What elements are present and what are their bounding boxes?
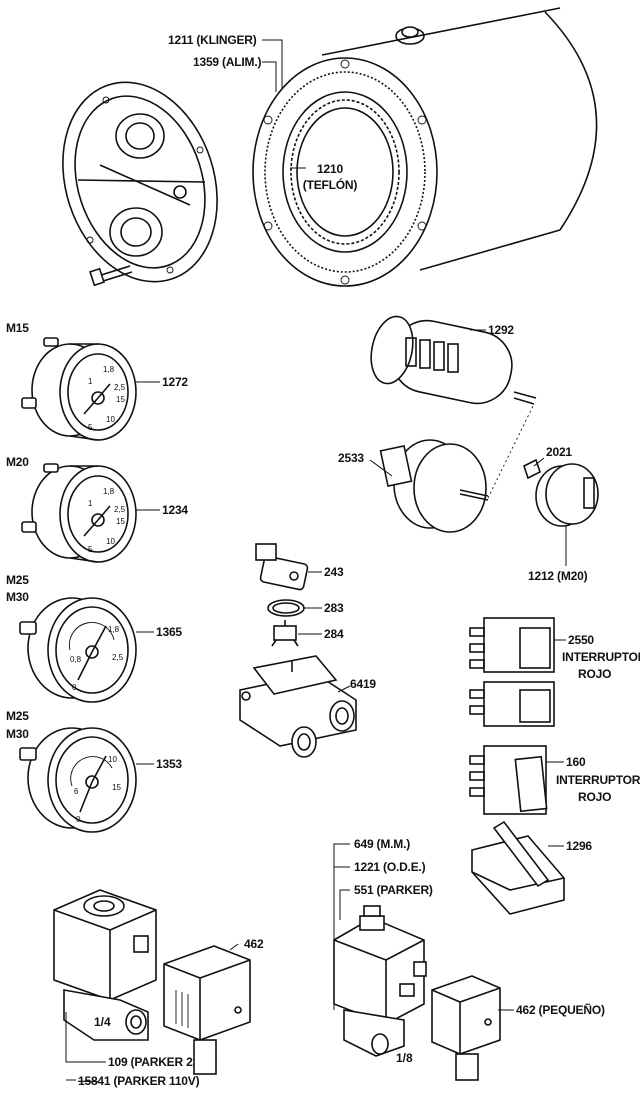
thermostat-2533-drawing	[379, 403, 535, 533]
label-1211: 1211 (KLINGER)	[168, 33, 257, 47]
g1234-tick-2: 1,8	[103, 487, 115, 496]
label-283: 283	[324, 601, 344, 615]
gauge-1365-drawing	[19, 597, 137, 703]
g1272-tick-6: 10	[106, 415, 115, 424]
label-1210-number: 1210	[317, 162, 343, 176]
label-1234: 1234	[162, 503, 188, 517]
label-1211-text: 1211 (KLINGER)	[168, 33, 257, 47]
label-1296: 1296	[566, 839, 592, 853]
g1365-tick-2: 0,8	[70, 655, 82, 664]
label-1353: 1353	[156, 757, 182, 771]
label-462: 462	[244, 937, 264, 951]
label-462-small: 462 (PEQUEÑO)	[516, 1002, 605, 1017]
leader-2021	[533, 457, 545, 467]
label-6419: 6419	[350, 677, 376, 691]
label-160-rojo: ROJO	[578, 790, 611, 804]
g1234-tick-5: 5	[88, 545, 93, 554]
clip-284-drawing	[271, 620, 299, 647]
label-1292: 1292	[488, 323, 514, 337]
rotary-switch-1292-drawing	[370, 315, 537, 405]
g1272-tick-4: 15	[116, 395, 125, 404]
pipe-size-quarter: 1/4	[94, 1015, 111, 1029]
leader-1211	[262, 39, 283, 88]
label-109: 109 (PARKER 230V)	[108, 1055, 217, 1069]
label-551: 551 (PARKER)	[354, 883, 433, 897]
label-1359-text: 1359 (ALIM.)	[193, 55, 261, 69]
gauge-1353-drawing	[19, 727, 137, 833]
label-284: 284	[324, 627, 344, 641]
leader-551	[339, 889, 350, 920]
solenoid-valve-649-drawing	[333, 905, 427, 1057]
switch-160-drawing	[469, 745, 548, 815]
label-2550-rojo: ROJO	[578, 667, 611, 681]
flange-plate-drawing	[62, 81, 218, 287]
thread-m15: M15	[6, 321, 29, 335]
thread-m25-lower: M25	[6, 709, 29, 723]
knob-1212-drawing	[523, 458, 599, 527]
valve-6419-drawing	[239, 655, 357, 758]
g1365-tick-4: 0	[72, 683, 77, 692]
label-2550-number: 2550	[568, 633, 594, 647]
g1234-tick-1: 1	[88, 499, 93, 508]
label-15841-rest: 41 (PARKER 110V)	[97, 1074, 199, 1088]
g1353-tick-2: 6	[74, 787, 79, 796]
leader-6419	[337, 685, 351, 693]
label-15841: 15841 (PARKER 110V)	[78, 1074, 200, 1088]
pipe-size-eighth: 1/8	[396, 1051, 413, 1065]
leader-109	[65, 1012, 106, 1063]
leader-1359	[262, 61, 277, 92]
g1272-tick-3: 2,5	[114, 383, 126, 392]
label-1272: 1272	[162, 375, 188, 389]
label-2533: 2533	[338, 451, 364, 465]
g1234-tick-3: 2,5	[114, 505, 126, 514]
label-243: 243	[324, 565, 344, 579]
gauge-1234-drawing	[21, 463, 137, 563]
label-1210-material: (TEFLÓN)	[303, 177, 358, 192]
solenoid-valve-109-drawing	[53, 889, 157, 1041]
g1353-tick-3: 15	[112, 783, 121, 792]
label-649: 649 (M.M.)	[354, 837, 410, 851]
thread-m25-upper: M25	[6, 573, 29, 587]
g1272-tick-1: 1	[88, 377, 93, 386]
label-160-number: 160	[566, 755, 586, 769]
coil-462-small-drawing	[431, 975, 501, 1081]
g1234-tick-6: 10	[106, 537, 115, 546]
label-1365: 1365	[156, 625, 182, 639]
switch-2550-drawing	[469, 617, 555, 727]
oring-283-drawing	[267, 599, 305, 617]
g1272-tick-5: 5	[88, 423, 93, 432]
connector-243-drawing	[255, 543, 309, 591]
thread-m20: M20	[6, 455, 29, 469]
label-2021: 2021	[546, 445, 572, 459]
coil-462-drawing	[163, 945, 251, 1075]
label-2550-interruptor: INTERRUPTOR	[562, 650, 640, 664]
g1353-tick-4: 0	[76, 815, 81, 824]
tank-flange-drawing	[252, 7, 598, 287]
label-15841-struck: 158	[78, 1074, 98, 1088]
thread-m30-lower: M30	[6, 727, 29, 741]
g1365-tick-1: 1,8	[108, 625, 120, 634]
label-1212: 1212 (M20)	[528, 569, 588, 583]
toggle-1296-drawing	[471, 820, 565, 915]
leader-462	[229, 943, 239, 951]
g1353-tick-1: 10	[108, 755, 117, 764]
gauge-1272-drawing	[21, 337, 137, 441]
label-1221: 1221 (O.D.E.)	[354, 860, 426, 874]
thread-m30-upper: M30	[6, 590, 29, 604]
g1365-tick-3: 2,5	[112, 653, 124, 662]
g1272-tick-2: 1,8	[103, 365, 115, 374]
label-160-interruptor: INTERRUPTOR	[556, 773, 640, 787]
leader-2533	[369, 459, 393, 477]
g1234-tick-4: 15	[116, 517, 125, 526]
